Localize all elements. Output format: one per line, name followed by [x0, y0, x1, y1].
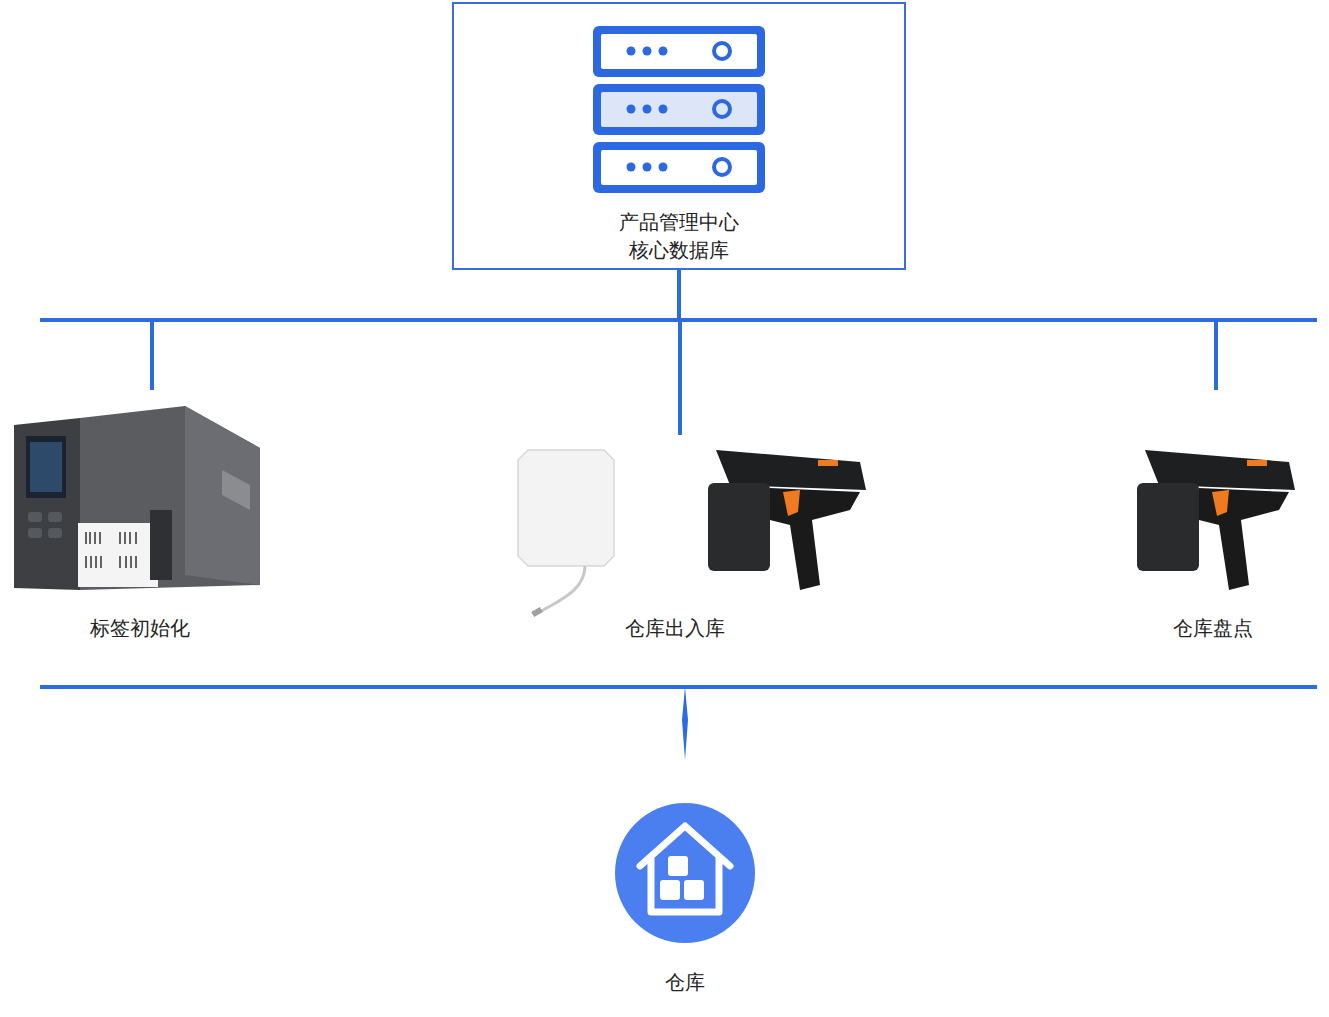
warehouse-icon [615, 803, 755, 943]
handheld-reader [708, 450, 866, 590]
bus-connector [679, 270, 680, 435]
bus-connector [679, 270, 1216, 390]
upper-bus [40, 318, 1317, 322]
node-label: 仓库出入库 [490, 614, 860, 642]
handheld-reader [1137, 450, 1295, 590]
warehouse-node: 仓库 [590, 795, 780, 1005]
inventory-node: 仓库盘点 [1130, 390, 1295, 645]
bus-tick [682, 687, 688, 760]
bus-connector [152, 270, 679, 390]
server-icon [593, 26, 765, 193]
lower-bus [40, 685, 1317, 689]
gate-node: 仓库出入库 [490, 435, 860, 645]
node-label: 仓库 [590, 968, 780, 996]
node-label: 标签初始化 [10, 614, 270, 642]
server-box: 产品管理中心 核心数据库 [452, 2, 906, 270]
printer-node: 标签初始化 [10, 390, 270, 645]
rfid-antenna [518, 450, 614, 617]
node-label: 仓库盘点 [1130, 614, 1295, 642]
label-printer [14, 406, 260, 590]
node-label: 产品管理中心 核心数据库 [609, 208, 749, 264]
